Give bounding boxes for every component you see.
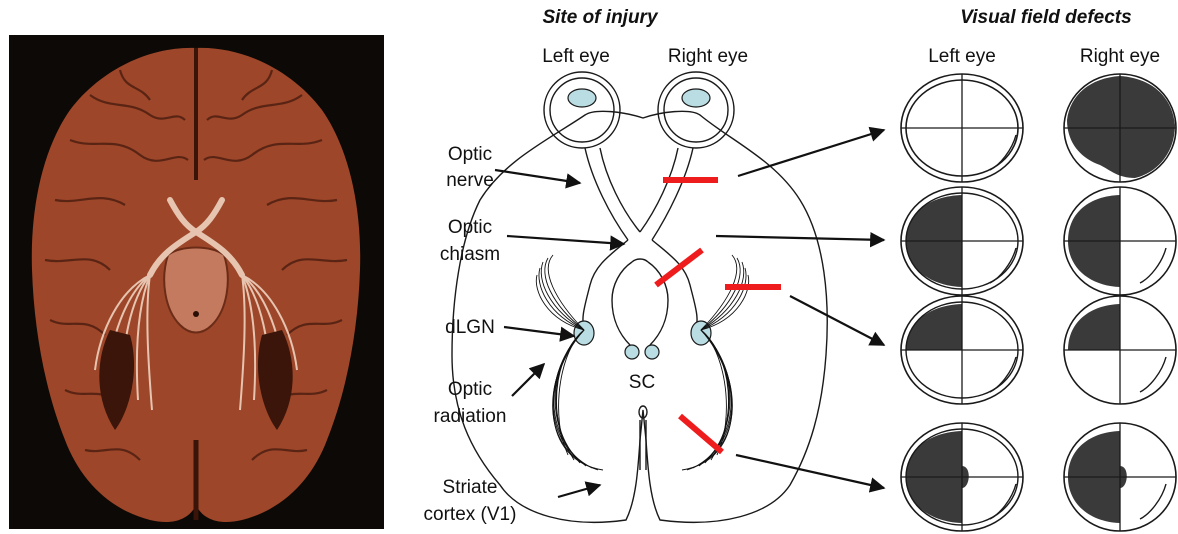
arrow-row3 [790,296,884,345]
striate-cortex-label-line2: cortex (V1) [424,504,517,525]
dlgn-label: dLGN [445,317,495,338]
visual-pathway-schematic: SC [452,72,827,522]
field-row4-left-eye [901,423,1023,531]
optic-chiasm-label-line2: chiasm [440,244,500,265]
optic-nerves [585,148,693,240]
chiasm-and-tracts [583,240,697,345]
arrow-row4 [736,455,884,488]
field-row-striate-cortex [901,423,1176,531]
visual-field-defects-header: Visual field defects [960,7,1131,28]
brainstem-center [193,311,199,317]
arrow-row2 [716,236,884,240]
field-row2-right-eye [1064,187,1176,295]
field-row3-left-eye [901,296,1023,404]
lesion-to-field-arrows [716,130,884,488]
optic-chiasm-arrow [507,236,624,244]
sc-label: SC [629,372,655,393]
optic-chiasm-label-line1: Optic [448,217,492,238]
optic-radiation-label-line1: Optic [448,379,492,400]
diagram-right-eye-label: Right eye [668,46,748,67]
field-row-optic-chiasm [901,187,1176,295]
field-row4-right-eye [1064,423,1176,531]
right-eyeball [658,72,734,148]
label-arrows [495,170,624,497]
optic-nerve-arrow [495,170,580,183]
left-sc [625,345,639,359]
dlgn-arrow [504,327,574,336]
right-sc [645,345,659,359]
site-of-injury-header: Site of injury [542,7,659,28]
field-row2-left-eye [901,187,1023,295]
field-row3-right-eye [1064,296,1176,404]
lesion-striate-cortex [680,416,722,452]
optic-radiation-label-line2: radiation [434,406,507,427]
optic-nerve-label-line1: Optic [448,144,492,165]
brain-photo [9,35,384,529]
striate-cortex-label-line1: Striate [443,477,498,498]
left-eyeball [544,72,620,148]
left-optic-radiation [536,255,603,470]
arrow-row1 [738,130,884,176]
diagram-left-eye-label: Left eye [542,46,610,67]
field-row-optic-nerve [901,74,1176,182]
structure-labels: Optic nerve Optic chiasm dLGN Optic radi… [424,144,517,525]
lesion-optic-chiasm [656,250,702,285]
optic-radiation-arrow [512,364,544,396]
field-row1-left-eye [901,74,1023,182]
field-left-eye-label: Left eye [928,46,996,67]
field-row1-right-eye [1064,74,1176,182]
field-right-eye-label: Right eye [1080,46,1160,67]
field-row-optic-radiation [901,296,1176,404]
optic-nerve-label-line2: nerve [446,170,494,191]
striate-cortex-arrow [558,485,600,497]
